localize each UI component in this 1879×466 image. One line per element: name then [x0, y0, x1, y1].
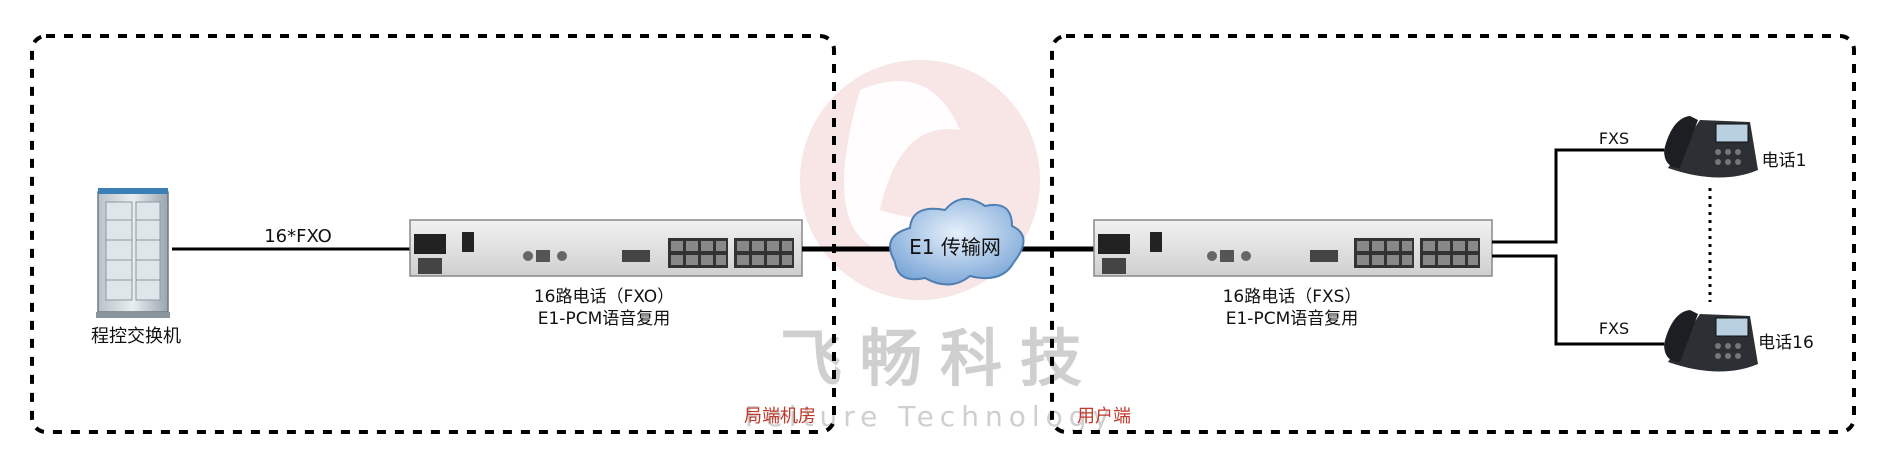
fxs-bottom-label: FXS: [1599, 319, 1629, 338]
bnc-port-right-1: [1207, 251, 1217, 261]
zone-central-office: [30, 34, 836, 434]
zone-right-label: 用户端: [1077, 406, 1131, 427]
watermark: 飞畅科技 Feiture Technology: [745, 60, 1115, 433]
zone-user-side: [1050, 34, 1856, 434]
watermark-logo-mark: [844, 81, 980, 252]
power-switch-left: [462, 232, 474, 252]
phone-top-label: 电话1: [1762, 151, 1807, 171]
e1-cloud: [889, 198, 1025, 286]
exchange-cabinet: [96, 188, 170, 318]
phone-bottom-label: 电话16: [1758, 333, 1814, 353]
watermark-en: Feiture Technology: [745, 400, 1115, 433]
phone-top-icon: [1664, 116, 1758, 178]
rj45-port-left: [536, 250, 550, 262]
fxo-link-label: 16*FXO: [264, 226, 332, 247]
console-port-left: [622, 250, 650, 262]
bnc-port-left-1: [523, 251, 533, 261]
power-switch-right: [1150, 232, 1162, 252]
cloud-label: E1 传输网: [909, 235, 1001, 259]
rj11-bank-right: [1354, 238, 1480, 268]
phone-bottom-icon: [1664, 310, 1758, 372]
power-socket-left: [414, 234, 446, 254]
device-left: [409, 219, 803, 277]
exchange-label: 程控交换机: [91, 326, 181, 347]
device-left-line2: E1-PCM语音复用: [538, 309, 670, 329]
zone-left-label: 局端机房: [744, 406, 816, 427]
rj45-port-right: [1220, 250, 1234, 262]
device-right-line1: 16路电话（FXS）: [1223, 287, 1362, 307]
power-socket-right: [1098, 234, 1130, 254]
bnc-port-left-2: [557, 251, 567, 261]
bnc-port-right-2: [1241, 251, 1251, 261]
console-port-right: [1310, 250, 1338, 262]
device-right-line2: E1-PCM语音复用: [1226, 309, 1358, 329]
rj11-bank-left: [668, 238, 794, 268]
device-right: [1093, 219, 1493, 277]
fxs-wiring: [1492, 148, 1664, 346]
device-left-line1: 16路电话（FXO）: [534, 287, 674, 307]
fxs-top-label: FXS: [1599, 129, 1629, 148]
watermark-cn: 飞畅科技: [780, 322, 1100, 395]
